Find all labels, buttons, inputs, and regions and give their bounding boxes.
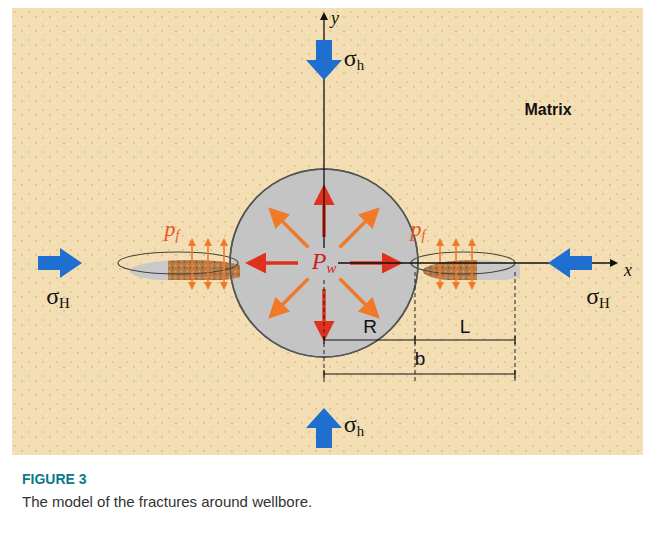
wellbore: Pw <box>228 167 420 359</box>
stress-label: σH <box>46 284 70 311</box>
figure-caption: The model of the fractures around wellbo… <box>22 493 622 511</box>
stress-label: σh <box>344 46 364 73</box>
dimension-label: R <box>363 317 377 336</box>
dimension-label: L <box>460 317 471 336</box>
wellbore-pressure: Pw <box>310 248 339 277</box>
figure-number: FIGURE 3 <box>22 472 87 486</box>
matrix-label: Matrix <box>524 102 571 118</box>
model-illustration <box>12 8 643 455</box>
stress-label: σH <box>586 284 610 311</box>
dimension-label: b <box>415 349 426 368</box>
stress-label: σh <box>344 412 364 439</box>
fracture-pressure-label: pf <box>411 218 426 243</box>
rock-matrix: MatrixPwyσhpfpfσHxσHRLbσh <box>12 8 643 455</box>
axis-label: x <box>624 261 632 279</box>
fracture-pressure-label: pf <box>165 218 180 243</box>
axis-label: y <box>331 9 339 27</box>
